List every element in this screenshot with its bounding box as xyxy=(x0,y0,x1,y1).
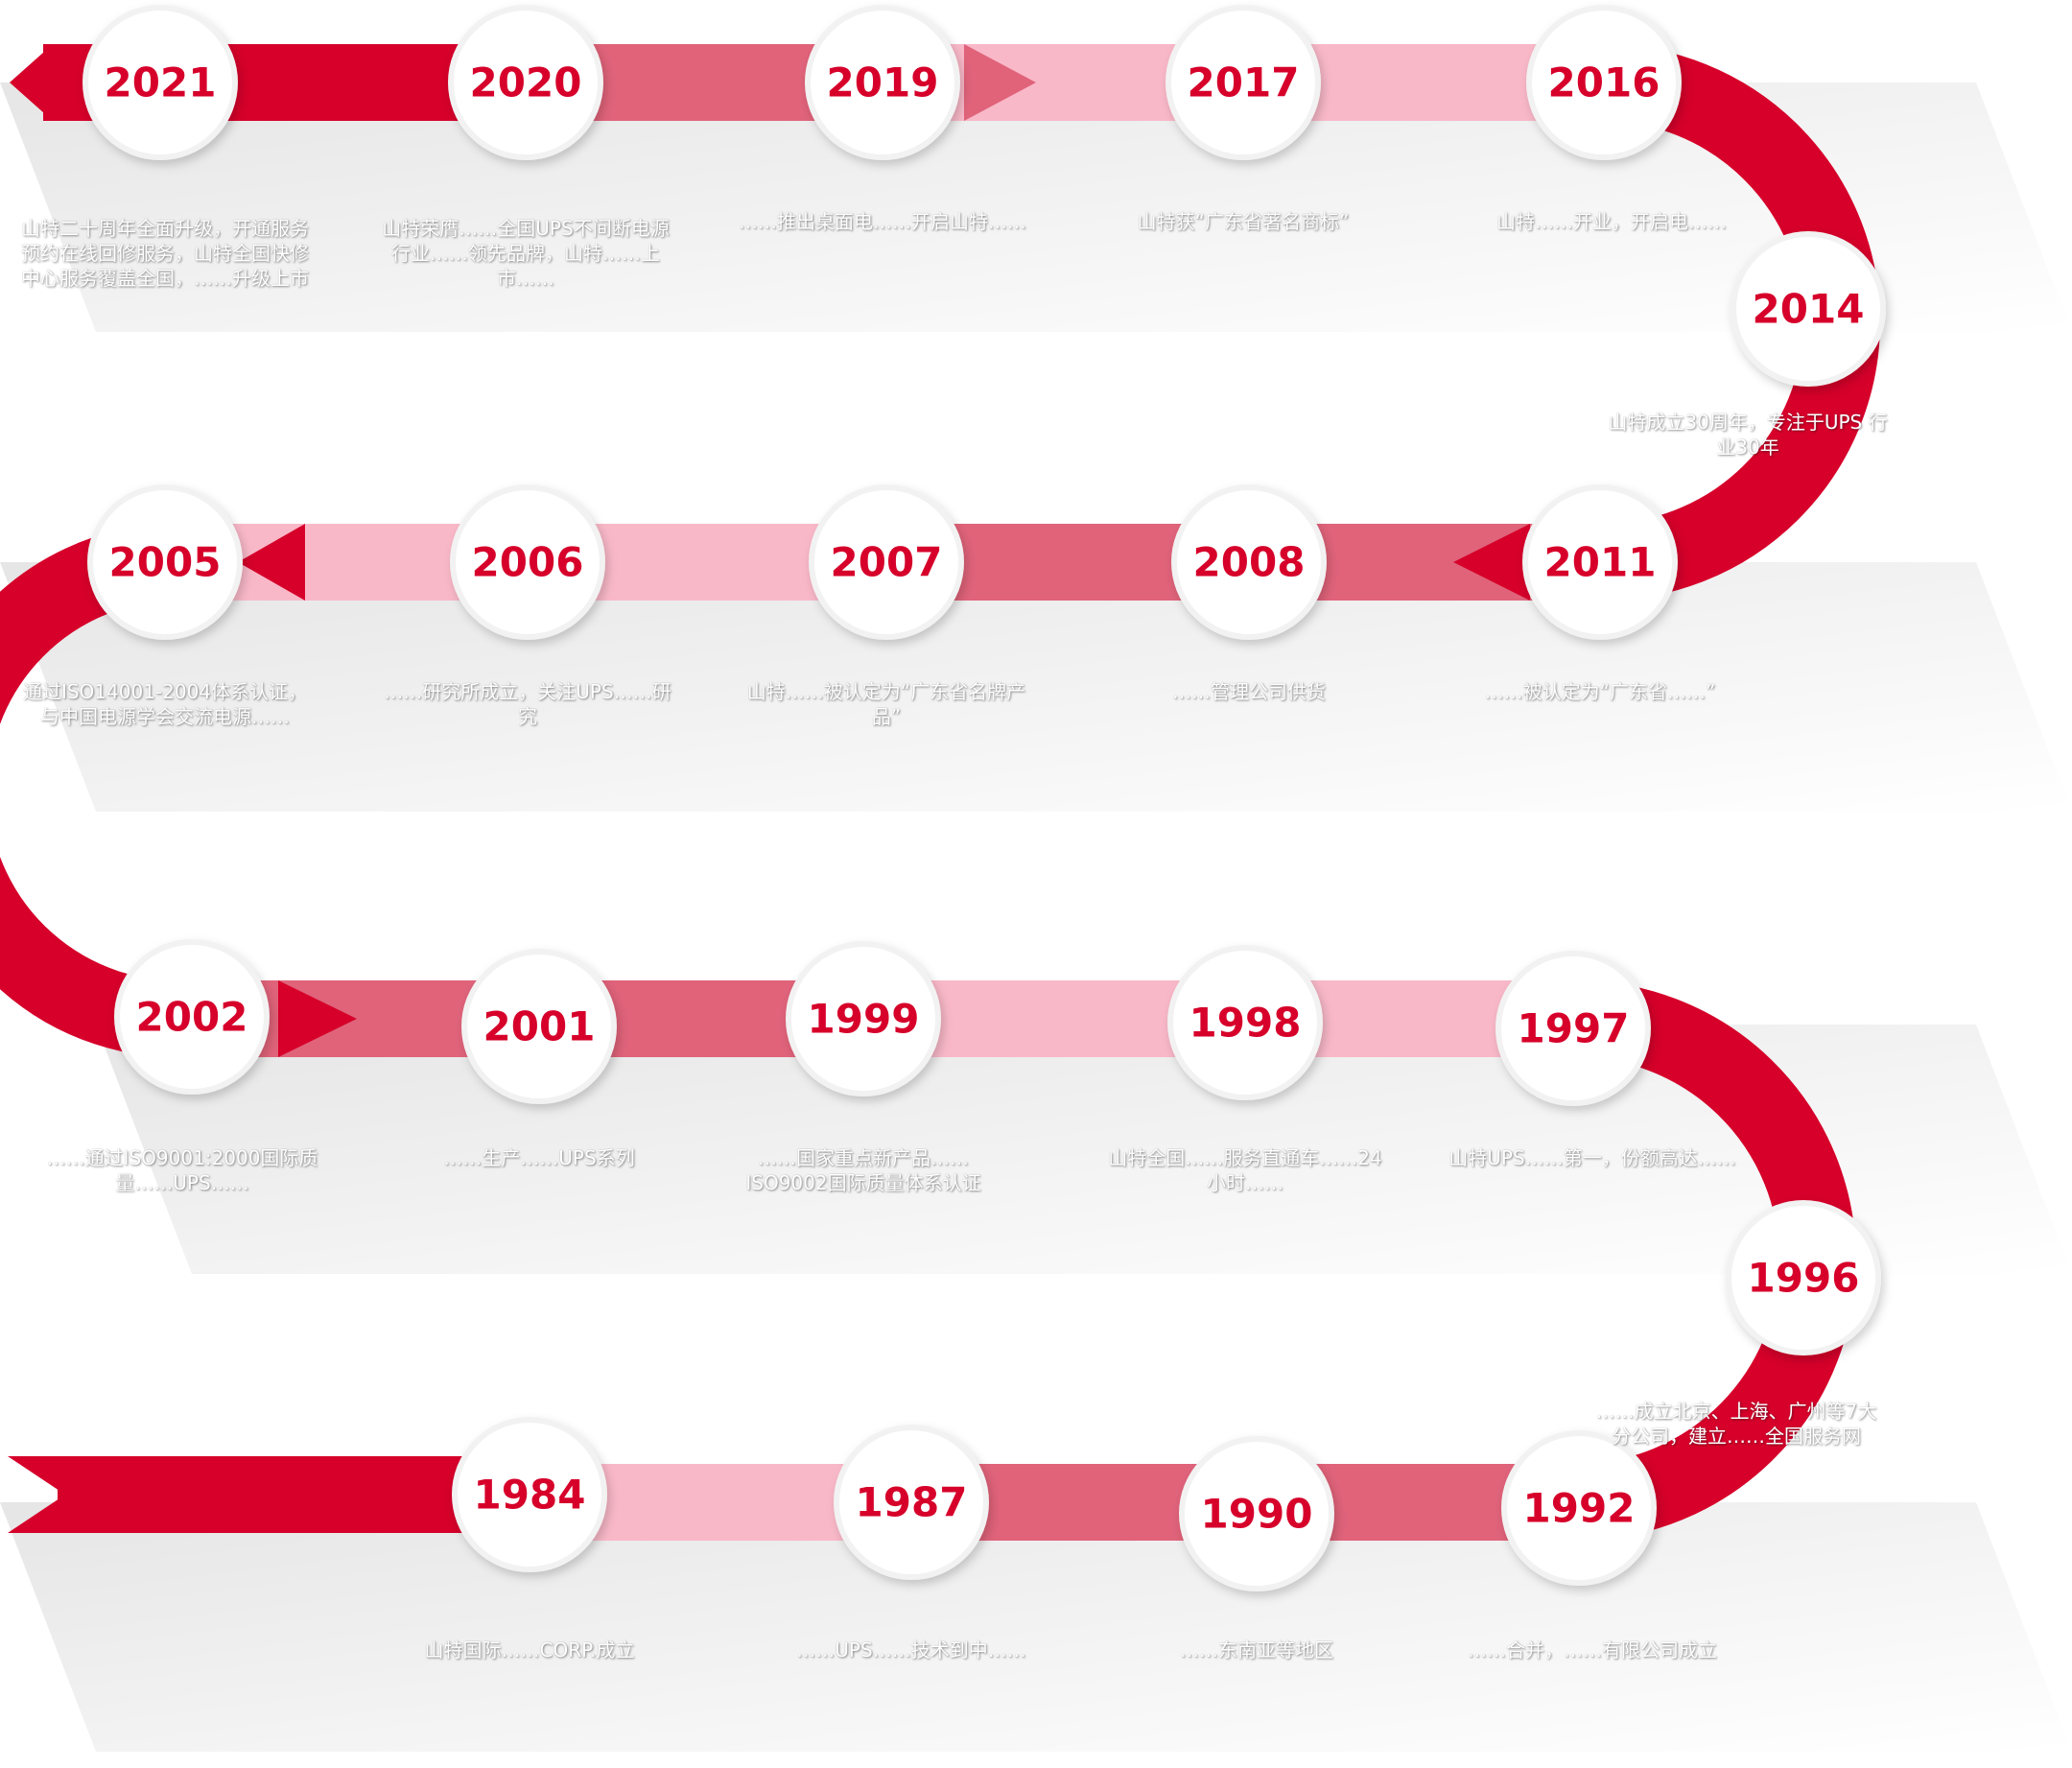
year-node: 2001 xyxy=(461,949,617,1104)
start-arrow-tip xyxy=(10,44,53,121)
year-circle xyxy=(450,484,605,640)
year-label: 2016 xyxy=(1548,59,1660,106)
year-label: 2008 xyxy=(1193,539,1306,586)
year-node: 1990 xyxy=(1179,1436,1334,1591)
year-node: 1984 xyxy=(452,1417,607,1572)
year-node: 1999 xyxy=(786,941,941,1096)
year-label: 2021 xyxy=(105,59,217,106)
year-label: 2006 xyxy=(472,539,584,586)
year-node: 2020 xyxy=(448,5,603,160)
milestone-description: 山特……被认定为“广东省名牌产品” xyxy=(746,680,1026,728)
year-circle xyxy=(82,5,238,160)
milestone-description: 山特UPS……第一，份额高达…… xyxy=(1448,1146,1736,1169)
milestone-description: 山特国际……CORP.成立 xyxy=(424,1638,635,1662)
year-label: 2020 xyxy=(470,59,582,106)
year-circle xyxy=(87,484,243,640)
milestone-description: ……研究所成立，关注UPS……研究 xyxy=(384,680,671,728)
year-node: 2002 xyxy=(114,939,270,1095)
year-circle xyxy=(1726,1200,1881,1355)
year-label: 1998 xyxy=(1189,1000,1302,1047)
year-circle xyxy=(1166,5,1321,160)
timeline-curve xyxy=(0,524,195,1058)
milestone-description: ……通过ISO9001:2000国际质量……UPS…… xyxy=(46,1146,318,1194)
year-circle xyxy=(1526,5,1682,160)
milestone-description: ……国家重点新产品……ISO9002国际质量体系认证 xyxy=(745,1146,981,1194)
year-circle xyxy=(1731,231,1886,387)
year-node: 1987 xyxy=(834,1425,989,1580)
year-node: 2021 xyxy=(82,5,238,160)
year-node: 2006 xyxy=(450,484,605,640)
year-node: 2005 xyxy=(87,484,243,640)
year-circle xyxy=(786,941,941,1096)
year-label: 2001 xyxy=(483,1003,596,1050)
year-node: 2014 xyxy=(1731,231,1886,387)
milestone-description: ……UPS……技术到中…… xyxy=(796,1638,1026,1662)
year-label: 1996 xyxy=(1748,1255,1860,1302)
year-node: 1998 xyxy=(1167,945,1323,1100)
year-circle xyxy=(809,484,964,640)
milestone-description: ……东南亚等地区 xyxy=(1180,1638,1333,1662)
year-node: 1992 xyxy=(1501,1430,1657,1586)
year-label: 1990 xyxy=(1201,1491,1313,1538)
year-circle xyxy=(1522,484,1678,640)
year-node: 2016 xyxy=(1526,5,1682,160)
year-circle xyxy=(461,949,617,1104)
year-circle xyxy=(448,5,603,160)
year-circle xyxy=(1171,484,1327,640)
year-node: 1996 xyxy=(1726,1200,1881,1355)
year-node: 2008 xyxy=(1171,484,1327,640)
year-node: 2019 xyxy=(805,5,960,160)
year-circle xyxy=(114,939,270,1095)
milestone-description: ……成立北京、上海、广州等7大分公司，建立……全国服务网 xyxy=(1595,1400,1877,1448)
year-circle xyxy=(1501,1430,1657,1586)
milestone-description: 山特荣膺……全国UPS不间断电源行业……领先品牌，山特……上市…… xyxy=(382,217,670,290)
year-label: 1997 xyxy=(1518,1005,1630,1052)
year-circle xyxy=(834,1425,989,1580)
direction-chevron xyxy=(1046,1464,1122,1541)
year-label: 1999 xyxy=(808,996,920,1043)
year-node: 2007 xyxy=(809,484,964,640)
year-label: 2014 xyxy=(1753,286,1865,333)
direction-chevron xyxy=(1453,524,1530,601)
year-label: 1992 xyxy=(1523,1485,1636,1532)
year-label: 2005 xyxy=(109,539,222,586)
milestone-description: ……被认定为“广东省……” xyxy=(1484,680,1716,703)
year-circle xyxy=(452,1417,607,1572)
milestone-description: 山特二十周年全面升级，开通服务预约在线回修服务，山特全国快修中心服务覆盖全国，…… xyxy=(21,217,309,290)
year-label: 2019 xyxy=(827,59,939,106)
direction-chevron xyxy=(964,44,1036,121)
direction-chevron xyxy=(278,980,357,1057)
milestone-description: 山特成立30周年，专注于UPS 行业30年 xyxy=(1608,411,1888,459)
milestone-description: 山特全国……服务直通车……24小时…… xyxy=(1108,1146,1382,1194)
year-label: 1987 xyxy=(856,1479,968,1526)
year-label: 2017 xyxy=(1188,59,1300,106)
year-circle xyxy=(1167,945,1323,1100)
year-label: 1984 xyxy=(474,1472,586,1519)
year-circle xyxy=(1179,1436,1334,1591)
milestone-description: ……合并，……有限公司成立 xyxy=(1468,1638,1717,1662)
direction-chevron xyxy=(238,524,305,601)
milestone-description: ……生产……UPS系列 xyxy=(443,1146,635,1169)
milestone-description: 通过ISO14001-2004体系认证，与中国电源学会交流电源…… xyxy=(22,680,308,728)
year-node: 1997 xyxy=(1495,951,1651,1106)
milestone-description: ……推出桌面电……开启山特…… xyxy=(739,210,1026,233)
milestone-description: 山特获“广东省著名商标” xyxy=(1137,210,1350,233)
year-node: 2017 xyxy=(1166,5,1321,160)
milestone-description: 山特……开业，开启电…… xyxy=(1496,210,1727,233)
year-label: 2011 xyxy=(1544,539,1657,586)
end-notch-tail xyxy=(8,1456,480,1533)
milestone-description: ……管理公司供货 xyxy=(1172,680,1326,703)
year-label: 2007 xyxy=(831,539,943,586)
year-node: 2011 xyxy=(1522,484,1678,640)
year-label: 2002 xyxy=(136,994,248,1041)
year-circle xyxy=(805,5,960,160)
year-circle xyxy=(1495,951,1651,1106)
